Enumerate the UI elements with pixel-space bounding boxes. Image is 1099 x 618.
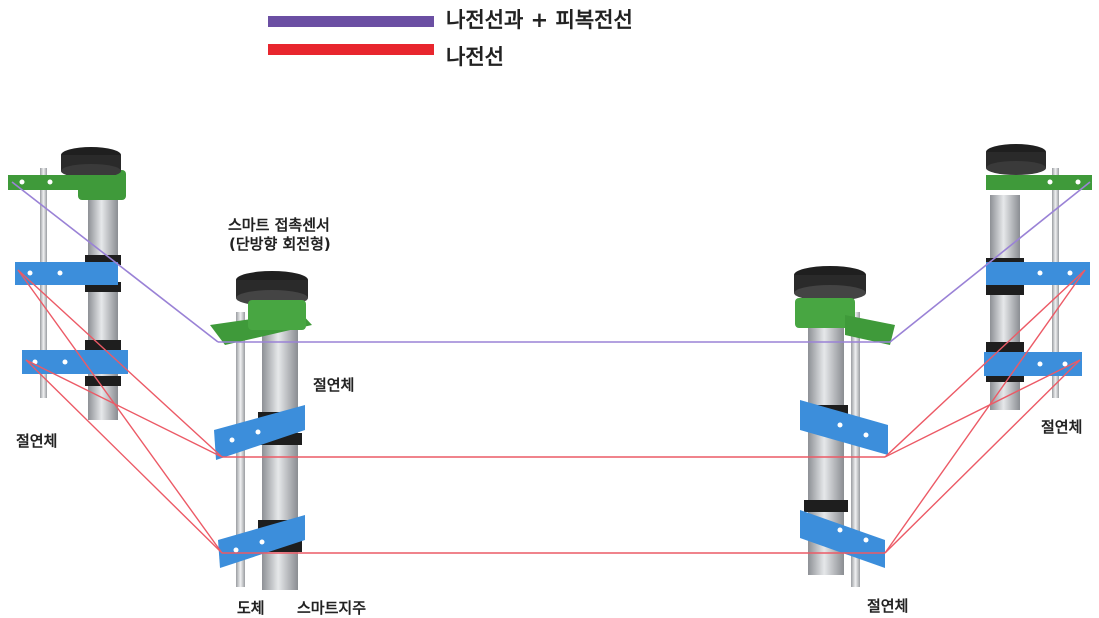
insulator-label-bottom-right: 절연체 — [867, 597, 909, 615]
conductor-label: 도체 — [237, 599, 265, 617]
sensor-label-title: 스마트 접촉센서 — [228, 216, 330, 234]
sensor-label-subtitle: (단방향 회전형) — [229, 235, 331, 253]
insulator-label-center-left: 절연체 — [313, 376, 355, 394]
legend-swatch-purple — [268, 16, 434, 27]
legend-label-covered-wire: 나전선과 + 피복전선 — [446, 8, 633, 32]
insulator-label-left: 절연체 — [16, 432, 58, 450]
pole-far-right — [984, 144, 1092, 410]
legend-label-bare-wire: 나전선 — [446, 45, 504, 69]
pole-far-left — [8, 147, 128, 420]
legend-swatch-red — [268, 44, 434, 55]
purple-wires — [11, 181, 1091, 343]
pole-center-left — [210, 271, 312, 590]
red-wires — [17, 269, 1086, 554]
smart-pole-label: 스마트지주 — [297, 599, 367, 617]
insulator-label-right: 절연체 — [1041, 418, 1083, 436]
pole-center-right — [794, 266, 895, 587]
